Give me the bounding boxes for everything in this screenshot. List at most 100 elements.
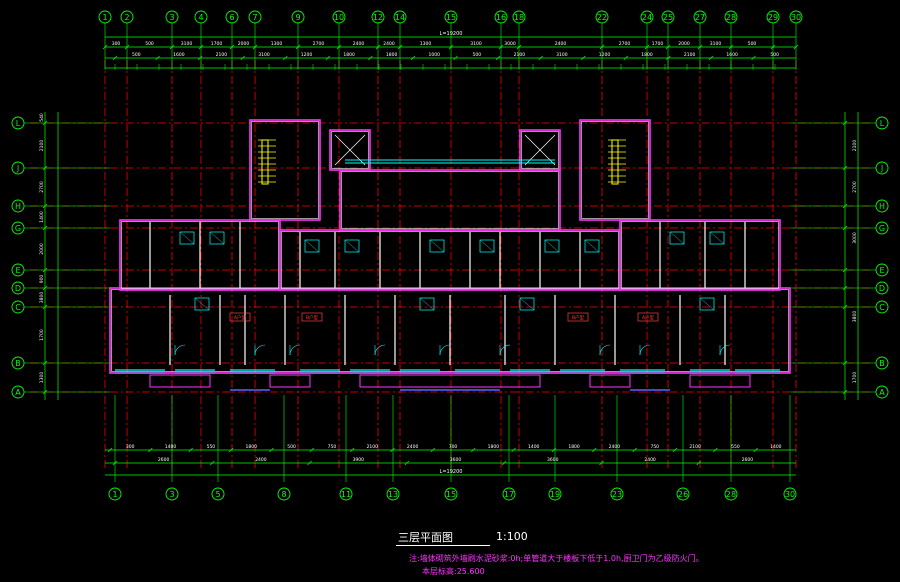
balcony [269, 374, 311, 388]
bottom-dim-text: 550 [731, 444, 740, 450]
top-dim-text: 2400 [383, 41, 395, 47]
dim-tick [713, 447, 718, 453]
bottom-axis-label: 15 [446, 490, 456, 499]
top-dim-text: 3100 [710, 41, 722, 47]
drawing-elevation-note: 本层标高:25.600 [422, 567, 485, 576]
bottom-axis-label: 17 [504, 490, 514, 499]
bottom-dim-text: 1400 [165, 444, 177, 450]
dim-tick [599, 460, 604, 466]
bottom-axis-circle [211, 487, 225, 501]
left-dim-text: 2700 [39, 181, 45, 193]
west-stair-core-inner [251, 121, 319, 219]
top-axis-label: 1 [102, 13, 107, 22]
fixture-line [179, 231, 195, 245]
dim-tick [591, 447, 597, 453]
dim-tick [753, 447, 758, 453]
west-elevator-inner [331, 131, 369, 169]
top-dim-text-2: 1800 [386, 52, 398, 58]
right-axis-circle [875, 221, 889, 235]
left-dim-text: 3800 [39, 292, 45, 304]
left-axis-circle [11, 356, 25, 370]
top-axis-label: 16 [496, 13, 506, 22]
dim-tick [430, 447, 436, 453]
dim-tick [538, 55, 543, 61]
top-axis-circle [248, 10, 262, 24]
bottom-dim-text: 1400 [770, 444, 782, 450]
top-axis-circle [225, 10, 239, 24]
bottom-axis-circle [165, 487, 179, 501]
left-axis-circle [11, 199, 25, 213]
top-axis-circle [194, 10, 208, 24]
top-axis-label: 14 [395, 13, 405, 22]
top-dim-text-2: 3100 [556, 52, 568, 58]
west-elevator [329, 129, 371, 171]
dim-tick [453, 55, 458, 61]
bottom-axis-circle [386, 487, 400, 501]
east-stair-core-inner [581, 121, 649, 219]
bottom-dim-text: 2100 [367, 444, 379, 450]
bottom-dim-text-2: 3600 [450, 457, 462, 463]
east-elevator-inner [521, 131, 559, 169]
bottom-dim-text-2: 2600 [742, 457, 754, 463]
bottom-axis-label: 13 [388, 490, 398, 499]
top-dim-text-2: 2100 [216, 52, 228, 58]
balcony [689, 374, 751, 388]
left-axis-circle [11, 385, 25, 399]
fixture [194, 297, 210, 311]
dim-tick [404, 460, 410, 466]
bottom-dim-text-2: 2600 [158, 457, 170, 463]
top-axis-circle [595, 10, 609, 24]
bottom-axis-label: 23 [612, 490, 622, 499]
dim-tick [107, 447, 113, 453]
dim-tick [696, 460, 701, 466]
room-tag-box [567, 312, 589, 322]
top-dim-text-2: 1600 [173, 52, 185, 58]
dim-tick [410, 55, 416, 61]
bottom-axis-circle [108, 487, 122, 501]
left-axis-label: D [15, 284, 21, 293]
fixture-line [209, 231, 225, 245]
top-dim-text: 3100 [470, 41, 482, 47]
bottom-axis-circle [610, 487, 624, 501]
top-dim-text-2: 1200 [599, 52, 611, 58]
dim-tick [623, 55, 628, 61]
axis-grid-lines [30, 60, 870, 482]
top-axis-circle [766, 10, 780, 24]
bottom-dim-text-2: 2400 [644, 457, 656, 463]
top-axis-label: 15 [446, 13, 456, 22]
fixture [419, 297, 435, 311]
dim-tick [708, 55, 714, 61]
fixture [699, 297, 715, 311]
left-axis-circle [11, 300, 25, 314]
corridor-block-inner [341, 171, 559, 229]
dim-tick [112, 460, 118, 466]
bottom-axis-circle [676, 487, 690, 501]
bottom-axis-circle [339, 487, 353, 501]
right-axis-circle [875, 385, 889, 399]
bottom-axis-label: 28 [726, 490, 736, 499]
top-axis-label: 30 [791, 13, 801, 22]
bottom-dim-text: 300 [126, 444, 135, 450]
fixture [344, 239, 360, 253]
top-dim-text: 2000 [238, 41, 250, 47]
top-dim-text: 1300 [271, 41, 283, 47]
top-dim-text: 3000 [504, 41, 516, 47]
right-axis-label: J [880, 164, 883, 173]
top-axis-label: 22 [597, 13, 607, 22]
corridor-block [339, 169, 561, 231]
top-dim-text: 1300 [420, 41, 432, 47]
bottom-dim-text: 550 [207, 444, 216, 450]
top-axis-label: 28 [726, 13, 736, 22]
east-unit-walls-inner [621, 221, 779, 289]
dim-tick [580, 55, 586, 61]
fixture-line [699, 297, 715, 311]
top-axis-label: 24 [642, 13, 652, 22]
right-axis-label: C [879, 303, 885, 312]
top-dim-text: 300 [112, 41, 121, 47]
fixture [304, 239, 320, 253]
left-dim-text: 540 [39, 113, 45, 122]
left-axis-label: G [15, 224, 21, 233]
dim-tick [470, 447, 476, 453]
